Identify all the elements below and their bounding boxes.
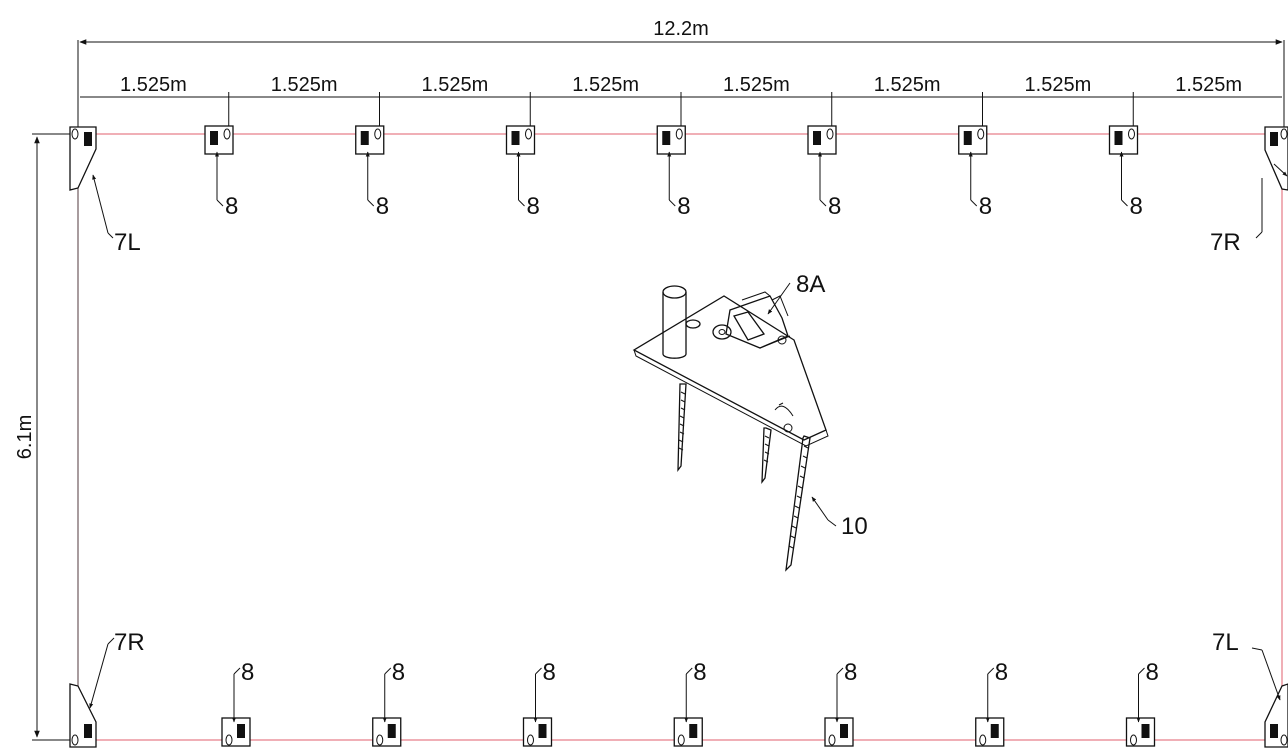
total-width-label: 12.2m — [653, 18, 709, 40]
top-bracket: 8 — [505, 125, 540, 220]
bottom-bracket-row: 8 8 8 8 8 8 8 — [221, 659, 1159, 747]
top-bracket: 8 — [1108, 125, 1143, 220]
perimeter-outline — [77, 133, 1283, 741]
corner-bracket-bottom-left: 7R — [69, 629, 145, 748]
bottom-bracket-label: 8 — [241, 659, 254, 686]
bottom-bracket: 8 — [673, 659, 707, 747]
label-bottom-right-corner: 7L — [1212, 629, 1239, 656]
total-width-dimension: 12.2m — [77, 18, 1285, 128]
bottom-bracket-label: 8 — [392, 659, 405, 686]
top-bracket: 8 — [355, 125, 389, 220]
top-bracket-label: 8 — [979, 193, 992, 220]
corner-bracket-bottom-right: 7L — [1212, 629, 1288, 748]
spacing-label: 1.525m — [723, 74, 790, 96]
top-bracket: 8 — [807, 125, 841, 220]
top-bracket: 8 — [958, 125, 992, 220]
bottom-bracket-label: 8 — [844, 659, 857, 686]
bracket-detail-isometric: 8A 10 — [632, 271, 868, 572]
triangular-base-plate — [632, 295, 827, 441]
spacing-label: 1.525m — [1025, 74, 1092, 96]
corner-bracket-top-left: 7L — [69, 126, 141, 256]
top-bracket-label: 8 — [527, 193, 540, 220]
top-bracket: 8 — [204, 125, 238, 220]
label-bottom-left-corner: 7R — [114, 629, 145, 656]
bottom-bracket: 8 — [522, 659, 556, 747]
bottom-bracket: 8 — [1125, 659, 1159, 747]
top-bracket-label: 8 — [225, 193, 238, 220]
bottom-bracket-label: 8 — [543, 659, 556, 686]
top-bracket-label: 8 — [828, 193, 841, 220]
bracket-clip — [712, 291, 791, 349]
bottom-bracket-label: 8 — [693, 659, 706, 686]
spacing-dimensions: 1.525m 1.525m 1.525m 1.525m 1.525m 1.525m 1.52… — [77, 74, 1285, 128]
stake-front — [785, 435, 811, 572]
top-bracket-row: 8 8 8 8 8 8 8 — [204, 125, 1143, 220]
height-dimension: 6.1m — [14, 133, 72, 741]
bottom-bracket: 8 — [372, 659, 405, 747]
spacing-label: 1.525m — [422, 74, 489, 96]
bottom-bracket: 8 — [824, 659, 857, 747]
label-top-left-corner: 7L — [114, 229, 141, 256]
spacing-label: 1.525m — [1175, 74, 1242, 96]
bottom-bracket: 8 — [975, 659, 1008, 747]
spacing-label: 1.525m — [120, 74, 187, 96]
bottom-bracket-label: 8 — [1146, 659, 1159, 686]
label-top-right-corner: 7R — [1210, 229, 1241, 256]
spacing-label: 1.525m — [271, 74, 338, 96]
cylinder-post — [662, 285, 701, 359]
stake-left — [677, 383, 687, 473]
top-bracket: 8 — [656, 125, 691, 220]
height-label: 6.1m — [14, 415, 36, 459]
stake-middle — [761, 427, 772, 485]
top-bracket-label: 8 — [1130, 193, 1143, 220]
top-bracket-label: 8 — [376, 193, 389, 220]
spacing-label: 1.525m — [572, 74, 639, 96]
bottom-bracket: 8 — [221, 659, 254, 747]
spacing-label: 1.525m — [874, 74, 941, 96]
top-bracket-label: 8 — [677, 193, 690, 220]
label-detail-bracket: 8A — [796, 271, 825, 298]
label-detail-stake: 10 — [841, 513, 868, 540]
bottom-bracket-label: 8 — [995, 659, 1008, 686]
corner-bracket-top-right: 7R — [1210, 126, 1288, 256]
